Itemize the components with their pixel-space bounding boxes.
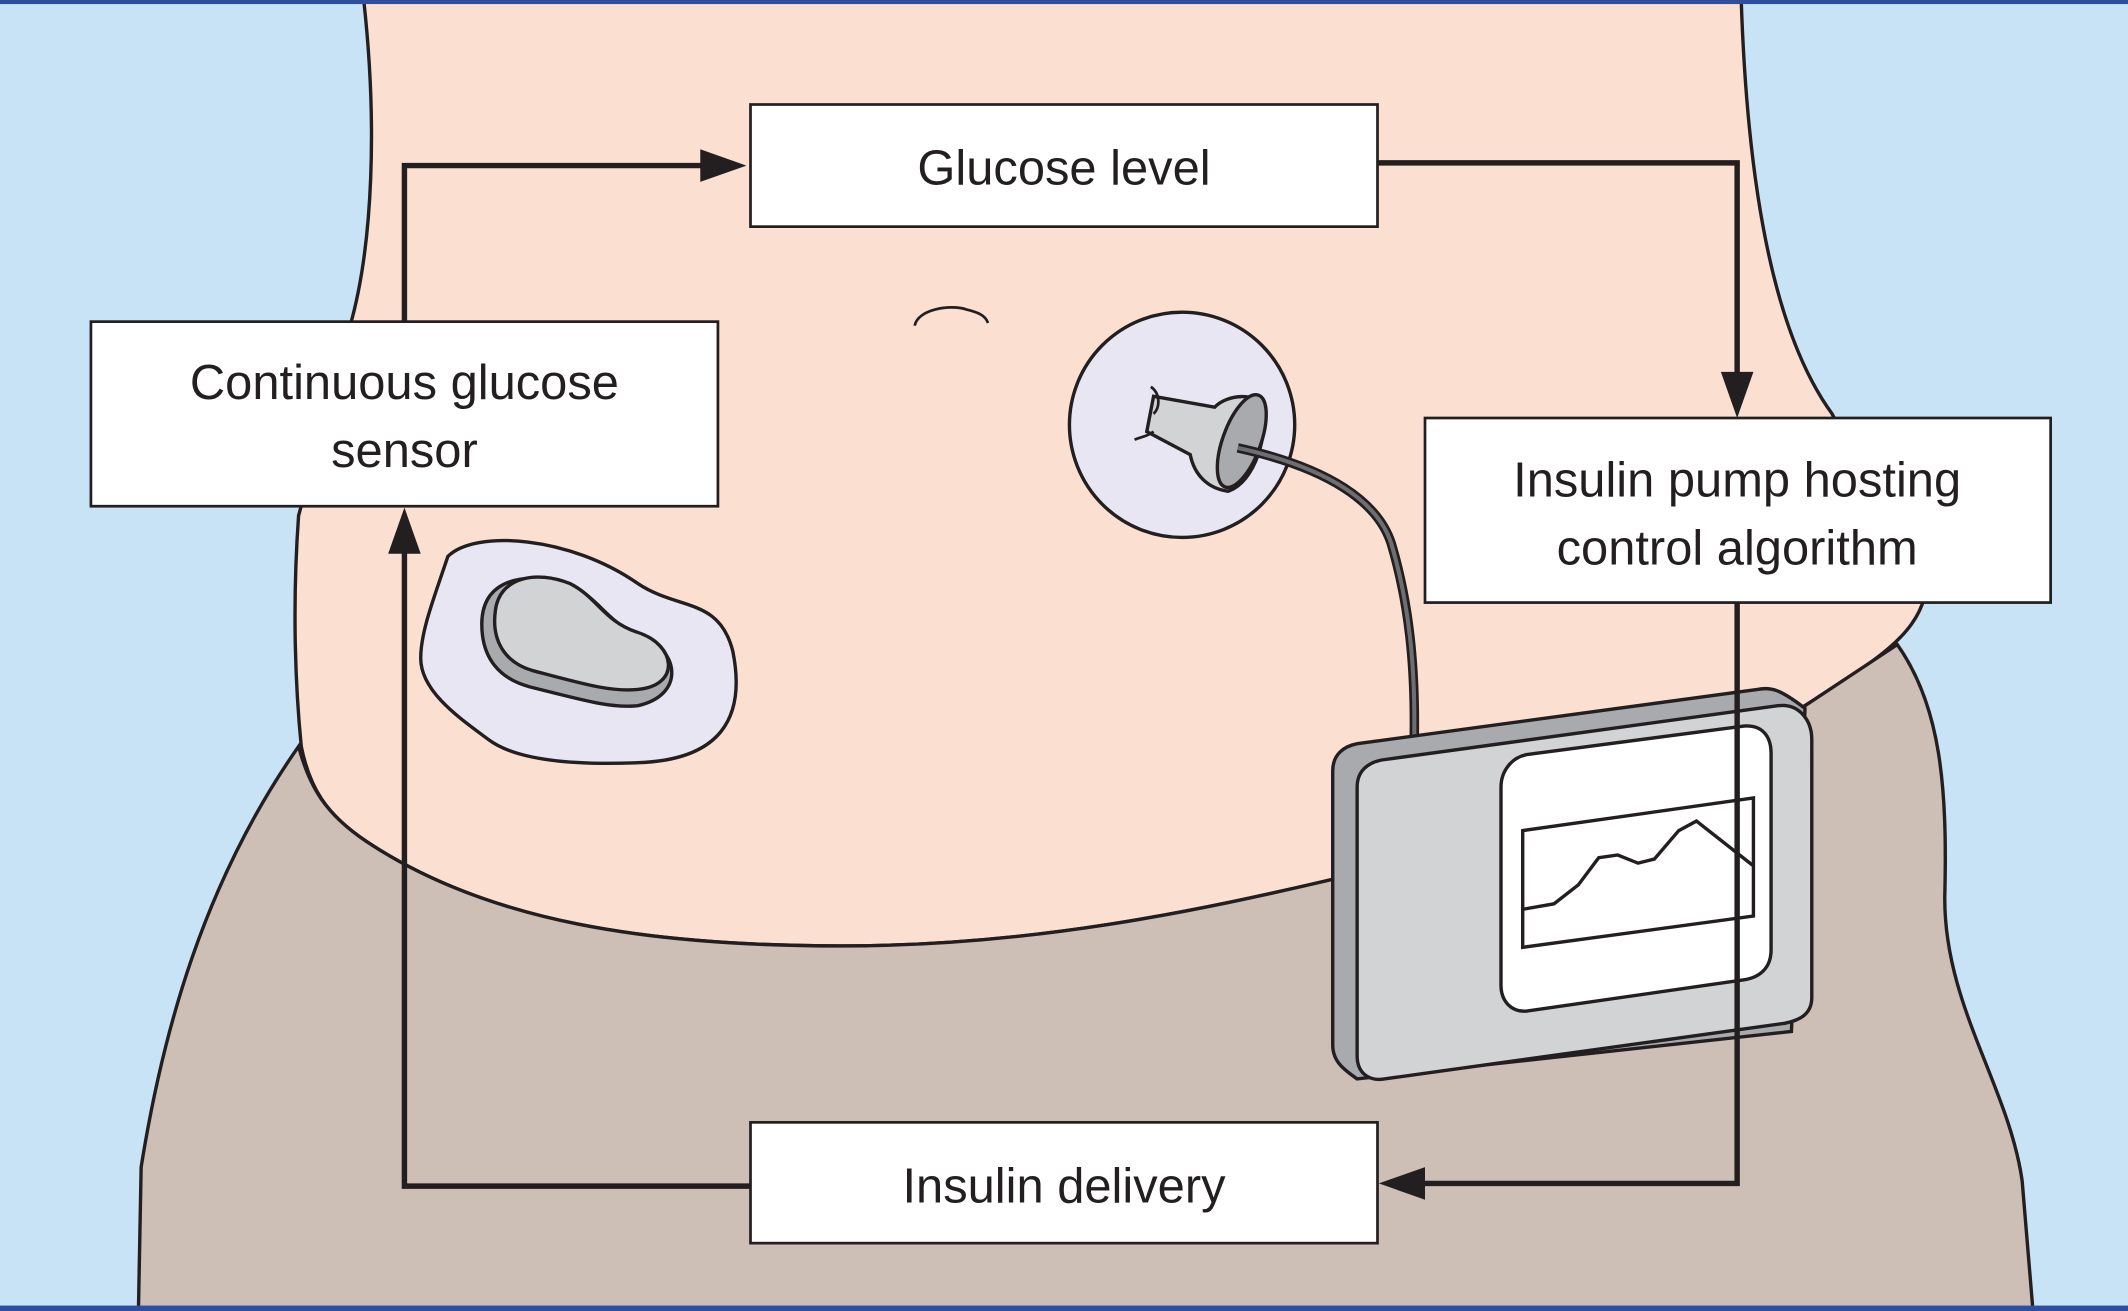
node-insulin-delivery: Insulin delivery — [749, 1121, 1379, 1245]
bottom-frame-line — [0, 1305, 2128, 1311]
node-label: Glucose level — [917, 142, 1210, 196]
arrow-glucose-level-to-pump — [1377, 160, 1740, 378]
pump-screen-chart — [1521, 796, 1756, 950]
node-label-line2: sensor — [331, 424, 478, 478]
insulin-pump-illustration — [1331, 686, 1814, 1082]
infusion-site-illustration — [1067, 310, 1420, 744]
top-frame-line — [0, 0, 2128, 5]
cgm-sensor-illustration — [419, 538, 738, 766]
arrow-delivery-to-sensor — [401, 551, 751, 1189]
node-label-line2: control algorithm — [1557, 522, 1918, 576]
node-insulin-pump: Insulin pump hosting control algorithm — [1423, 416, 2052, 604]
navel — [913, 306, 990, 327]
arrow-pump-to-delivery — [1422, 602, 1740, 1187]
node-label-line1: Insulin pump hosting — [1513, 454, 1961, 508]
node-label: Insulin delivery — [902, 1159, 1226, 1213]
node-glucose-level: Glucose level — [749, 103, 1379, 228]
node-continuous-glucose-sensor: Continuous glucose sensor — [89, 320, 720, 508]
arrow-sensor-to-glucose-level — [401, 162, 706, 322]
node-label-line1: Continuous glucose — [190, 356, 619, 410]
